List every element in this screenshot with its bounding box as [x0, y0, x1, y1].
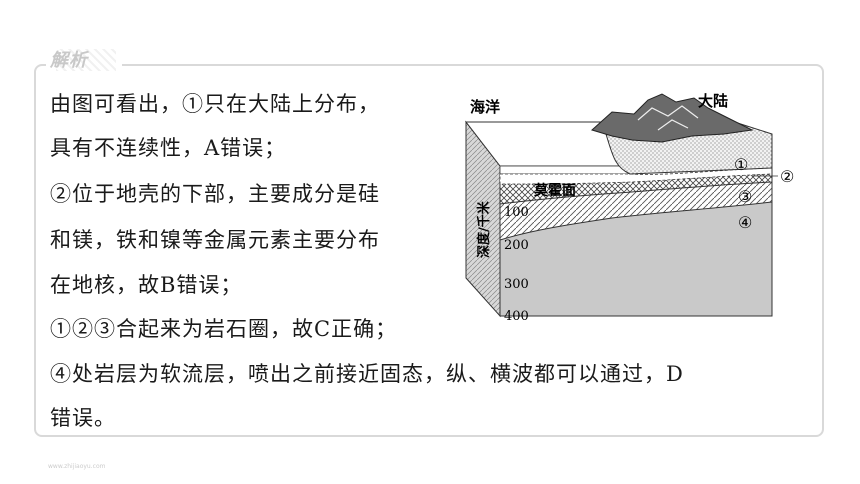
text-line-3: ②位于地壳的下部，主要成分是硅: [50, 182, 380, 206]
label-continent: 大陆: [698, 92, 728, 110]
badge-label: 解析: [50, 50, 88, 71]
analysis-badge: 解析: [46, 44, 122, 74]
mountain-ridges: [637, 105, 699, 131]
depth-tick-300: 300: [504, 277, 529, 292]
marker-2: ②: [780, 167, 794, 186]
text-line-1: 由图可看出，①只在大陆上分布，: [50, 92, 380, 116]
marker-4: ④: [738, 213, 752, 232]
text-line-8: 错误。: [50, 406, 116, 430]
continent-mountain: [591, 93, 754, 143]
footer-url: www.zhijiaoyu.com: [48, 463, 106, 470]
text-line-5: 在地核，故B错误；: [50, 273, 243, 297]
depth-tick-400: 400: [504, 309, 529, 324]
text-line-6: ①②③合起来为岩石圈，故C正确；: [50, 317, 398, 341]
water-layer: [499, 165, 631, 175]
text-line-4: 和镁，铁和镍等金属元素主要分布: [50, 228, 380, 252]
depth-tick-200: 200: [504, 238, 529, 253]
text-line-7: ④处岩层为软流层，喷出之前接近固态，纵、横波都可以通过，D: [50, 362, 684, 386]
earth-structure-svg: 海洋 大陆 莫霍面 ① ② ③ ④ 100 200 300 400 深度/千米: [464, 92, 794, 324]
depth-axis-label: 深度/千米: [476, 200, 492, 258]
depth-tick-100: 100: [504, 205, 529, 220]
marker-3: ③: [738, 187, 752, 206]
marker-1: ①: [734, 155, 748, 174]
text-line-2: 具有不连续性，A错误；: [50, 136, 287, 160]
label-moho: 莫霍面: [533, 182, 576, 199]
earth-structure-diagram: 海洋 大陆 莫霍面 ① ② ③ ④ 100 200 300 400 深度/千米: [462, 90, 822, 330]
label-ocean: 海洋: [470, 98, 500, 116]
layer-2-lower-crust: [499, 167, 773, 185]
